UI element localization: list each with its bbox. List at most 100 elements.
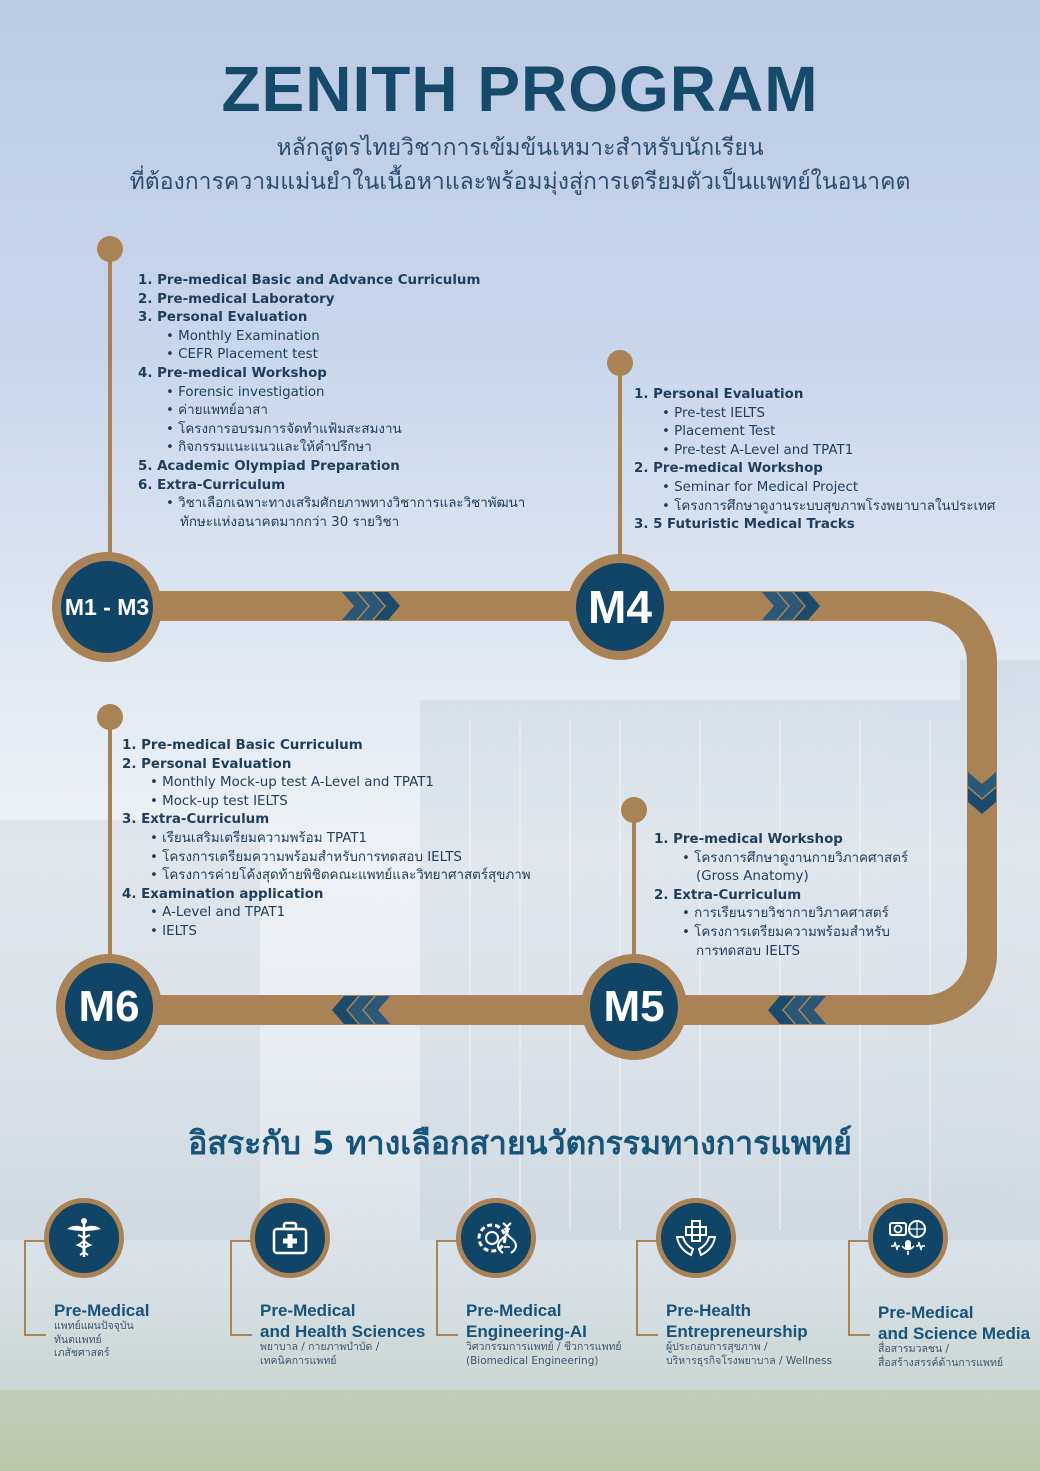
stage-list-item: 6. Extra-Curriculum xyxy=(138,477,286,493)
stage-list-item: • โครงการเตรียมความพร้อมสำหรับการทดสอบ I… xyxy=(150,849,462,865)
arrow-right-1 xyxy=(342,592,400,620)
stage-list-item: • โครงการค่ายโค้งสุดท้ายพิชิตคณะแพทย์และ… xyxy=(150,868,531,884)
stage-list-m5: 1. Pre-medical Workshop • โครงการศึกษาดูง… xyxy=(654,831,908,961)
m4-pin-dot xyxy=(607,350,633,376)
track-title-line1: Pre-Medical xyxy=(54,1301,150,1320)
stage-list-item: 2. Extra-Curriculum xyxy=(654,887,802,903)
stage-list-m1m3: 1. Pre-medical Basic and Advance Curricu… xyxy=(138,272,525,532)
subtitle-line-1: หลักสูตรไทยวิชาการเข้มข้นเหมาะสำหรับนักเ… xyxy=(276,135,764,161)
track-bracket xyxy=(848,1240,870,1336)
track-desc-line: บริหารธุรกิจโรงพยาบาล / Wellness xyxy=(666,1354,833,1367)
first-aid-kit-icon xyxy=(250,1198,330,1278)
caduceus-icon xyxy=(44,1198,124,1278)
track-title: Pre-Medical xyxy=(54,1300,149,1321)
track-card: Pre-Medical and Science Media สื่อสารมวล… xyxy=(848,1198,1040,1378)
stage-node-m4: M4 xyxy=(567,554,673,660)
stage-list-item: 5. Academic Olympiad Preparation xyxy=(138,458,400,474)
track-bracket xyxy=(636,1240,658,1336)
stage-node-m1m3: M1 - M3 xyxy=(52,552,162,662)
track-desc: ผู้ประกอบการสุขภาพ / บริหารธุรกิจโรงพยาบ… xyxy=(666,1341,832,1368)
stage-list-item: • Seminar for Medical Project xyxy=(662,479,859,495)
stage-list-item: • โครงการศึกษาดูงานกายวิภาคศาสตร์ xyxy=(682,850,909,866)
track-title-line1: Pre-Medical xyxy=(878,1303,974,1322)
track-desc-line: แพทย์แผนปัจจุบัน xyxy=(54,1320,134,1332)
stage-list-item: 1. Pre-medical Basic Curriculum xyxy=(122,738,363,753)
m5-pin-line xyxy=(632,810,636,960)
stage-list-item: 2. Pre-medical Laboratory xyxy=(138,291,335,307)
arrow-left-1 xyxy=(768,996,826,1024)
track-bracket xyxy=(436,1240,458,1336)
stage-list-m4: 1. Personal Evaluation• Pre-test IELTS• … xyxy=(634,386,995,535)
subtitle-line-2: ที่ต้องการความแม่นยำในเนื้อหาและพร้อมมุ่… xyxy=(129,169,911,195)
track-desc-line: (Biomedical Engineering) xyxy=(466,1354,599,1367)
stage-label-m4: M4 xyxy=(588,581,652,633)
track-desc-line: ทันตแพทย์ xyxy=(54,1333,102,1346)
track-desc-line: สื่อสารมวลชน / xyxy=(878,1343,950,1355)
stage-list-item: • โครงการศึกษาดูงานระบบสุขภาพโรงพยาบาลใน… xyxy=(662,498,996,514)
track-title-line2: and Health Sciences xyxy=(260,1322,426,1341)
track-desc-line: พยาบาล / กายภาพบำบัด / xyxy=(260,1341,380,1353)
stage-list-item: การทดสอบ IELTS xyxy=(696,943,801,959)
track-title-line2: and Science Media xyxy=(878,1324,1031,1343)
track-desc-line: สื่อสร้างสรรค์ด้านการแพทย์ xyxy=(878,1356,1004,1369)
track-title: Pre-Medical and Science Media xyxy=(878,1302,1030,1344)
stage-label-m5: M5 xyxy=(603,982,665,1031)
arrow-left-2 xyxy=(332,996,390,1024)
track-title: Pre-Medical Engineering-AI xyxy=(466,1300,587,1342)
arrow-right-2 xyxy=(762,592,820,620)
track-desc: วิศวกรรมการแพทย์ / ชีวการแพทย์ (Biomedic… xyxy=(466,1341,622,1368)
track-card: Pre-Medical and Health Sciences พยาบาล /… xyxy=(230,1198,430,1378)
track-desc: สื่อสารมวลชน / สื่อสร้างสรรค์ด้านการแพทย… xyxy=(878,1343,1003,1370)
stage-list-item: 2. Pre-medical Workshop xyxy=(634,461,823,477)
track-title: Pre-Medical and Health Sciences xyxy=(260,1300,425,1342)
stage-list-item: 3. Extra-Curriculum xyxy=(122,812,270,828)
track-title: Pre-Health Entrepreneurship xyxy=(666,1300,808,1342)
stage-list-item: 4. Pre-medical Workshop xyxy=(138,365,327,381)
m6-pin-dot xyxy=(97,704,123,730)
track-bracket xyxy=(24,1240,46,1336)
stage-list-item: • โครงการเตรียมความพร้อมสำหรับ xyxy=(682,924,890,940)
stage-list-item: • วิชาเลือกเฉพาะทางเสริมศักยภาพทางวิชากา… xyxy=(166,496,526,512)
stage-list-item: • ค่ายแพทย์อาสา xyxy=(166,403,268,419)
stage-list-item: • Forensic investigation xyxy=(166,384,325,400)
stage-list-item: • A-Level and TPAT1 xyxy=(150,905,286,921)
stage-list-item: • Placement Test xyxy=(662,424,776,440)
stage-list-item: 1. Pre-medical Workshop xyxy=(654,832,843,847)
track-title-line1: Pre-Health xyxy=(666,1301,752,1320)
track-title-line1: Pre-Medical xyxy=(260,1301,356,1320)
stage-list-item: 2. Personal Evaluation xyxy=(122,756,292,772)
stage-list-item: 1. Personal Evaluation xyxy=(634,387,804,402)
stage-list-item: • Monthly Examination xyxy=(166,328,320,344)
stage-list-item: • Pre-test A-Level and TPAT1 xyxy=(662,442,854,458)
stage-label-m1m3: M1 - M3 xyxy=(64,593,150,620)
stage-list-item: ทักษะแห่งอนาคตมากกว่า 30 รายวิชา xyxy=(180,514,400,530)
stage-list-item: • IELTS xyxy=(150,923,197,939)
media-icon xyxy=(868,1198,948,1278)
stage-list-item: • กิจกรรมแนะแนวและให้คำปรึกษา xyxy=(166,440,372,456)
stage-label-m6: M6 xyxy=(78,982,140,1031)
track-title-line2: Entrepreneurship xyxy=(666,1322,808,1341)
stage-list-item: 3. 5 Futuristic Medical Tracks xyxy=(634,517,855,533)
m1m3-pin-dot xyxy=(97,236,123,262)
stage-list-item: • โครงการอบรมการจัดทำแฟ้มสะสมงาน xyxy=(166,421,402,437)
stage-list-item: • เรียนเสริมเตรียมความพร้อม TPAT1 xyxy=(150,830,368,846)
track-card: Pre-Medical Engineering-AI วิศวกรรมการแพ… xyxy=(436,1198,636,1378)
stage-node-m5: M5 xyxy=(581,954,687,1060)
stage-list-item: • การเรียนรายวิชากายวิภาคศาสตร์ xyxy=(682,906,889,922)
stage-list-item: 3. Personal Evaluation xyxy=(138,310,308,326)
track-title-line2: Engineering-AI xyxy=(466,1322,587,1341)
stage-list-item: • Mock-up test IELTS xyxy=(150,793,288,809)
track-desc-line: ผู้ประกอบการสุขภาพ / xyxy=(666,1341,768,1353)
dna-gear-icon xyxy=(456,1198,536,1278)
arrow-down xyxy=(968,772,996,814)
stage-list-m6: 1. Pre-medical Basic Curriculum 2. Person… xyxy=(122,737,531,942)
m4-pin-line xyxy=(618,364,622,560)
track-desc: แพทย์แผนปัจจุบัน ทันตแพทย์ เภสัชศาสตร์ xyxy=(54,1320,134,1361)
track-card: Pre-Health Entrepreneurship ผู้ประกอบการ… xyxy=(636,1198,836,1378)
tracks-heading: อิสระกับ 5 ทางเลือกสายนวัตกรรมทางการแพทย… xyxy=(188,1124,852,1162)
track-desc-line: วิศวกรรมการแพทย์ / ชีวการแพทย์ xyxy=(466,1341,622,1353)
track-card: Pre-Medical แพทย์แผนปัจจุบัน ทันตแพทย์ เ… xyxy=(24,1198,224,1378)
stage-list-item: • Monthly Mock-up test A-Level and TPAT1 xyxy=(150,775,434,791)
track-desc-line: เทคนิคการแพทย์ xyxy=(260,1354,337,1367)
